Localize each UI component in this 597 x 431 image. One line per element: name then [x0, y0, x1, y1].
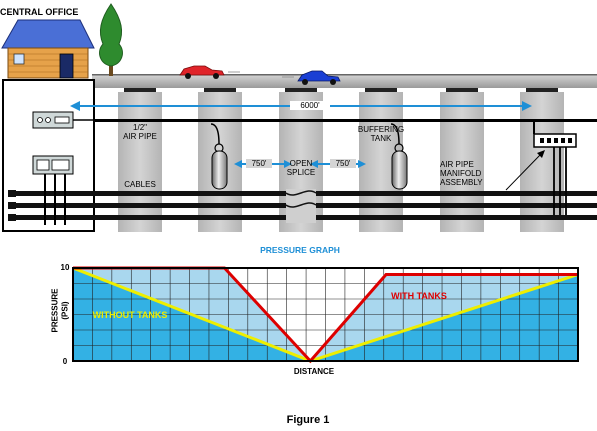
without-tanks-fill: [73, 268, 578, 361]
buffering-tank-left: [210, 123, 228, 190]
manhole-6: [520, 92, 564, 232]
manhole-5: [440, 92, 484, 232]
manifold-label-line-1: AIR PIPE: [440, 160, 474, 169]
manhole-covers: [124, 88, 558, 92]
buffer-tank-label-line-1: BUFFERING: [357, 125, 405, 134]
manhole-1: [118, 92, 162, 232]
office-equipment-top: [32, 111, 74, 129]
graph-frame: [72, 267, 579, 362]
tree: [99, 3, 123, 76]
splice-label: OPEN SPLICE: [282, 159, 320, 177]
manifold-label: AIR PIPE MANIFOLD ASSEMBLY: [440, 160, 490, 187]
without-tanks-label: WITHOUT TANKS: [92, 310, 168, 320]
with-tanks-label: WITH TANKS: [391, 291, 447, 301]
manifold-label-line-3: ASSEMBLY: [440, 178, 483, 187]
office-equipment-bottom: [32, 155, 74, 175]
figure-caption: Figure 1: [286, 414, 330, 426]
red-car: [179, 65, 240, 79]
manifold-label-line-2: MANIFOLD: [440, 169, 482, 178]
distance-label: 6000': [290, 101, 330, 110]
blue-car: [282, 70, 341, 85]
open-splice-gap: [286, 189, 316, 223]
road-edge: [92, 74, 597, 76]
air-pipe-manifold-assembly: [505, 122, 577, 215]
buffer-tank-label-line-2: TANK: [370, 134, 392, 143]
pressure-graph: [72, 266, 579, 364]
ytick-10: 10: [60, 263, 70, 272]
buffer-tank-label: BUFFERING TANK: [357, 125, 405, 143]
splice-wires: [285, 190, 317, 208]
air-pipe-label: 1/2" AIR PIPE: [120, 123, 160, 141]
with-tanks-fill: [73, 268, 578, 361]
air-pipe: [94, 119, 597, 122]
ytick-0: 0: [62, 357, 68, 366]
graph-xlabel: DISTANCE: [293, 367, 335, 376]
splice-label-line-1: OPEN: [289, 159, 313, 168]
graph-ylabel: PRESSURE: [50, 288, 60, 333]
graph-fills: [73, 268, 578, 361]
spacing-left-label: 750': [246, 159, 272, 168]
building-label: CENTRAL OFFICE: [0, 7, 79, 17]
spacing-right-label: 750': [330, 159, 356, 168]
splice-label-line-2: SPLICE: [286, 168, 316, 177]
central-office-building: [1, 19, 95, 79]
graph-ylabel-unit: (PSI): [60, 301, 70, 320]
graph-grid: [73, 268, 578, 361]
air-pipe-label-line-2: AIR PIPE: [123, 132, 157, 141]
cables-label: CABLES: [124, 180, 156, 189]
office-pipe-risers: [44, 174, 66, 225]
buffering-tank-right: [390, 123, 408, 190]
graph-title: PRESSURE GRAPH: [260, 245, 340, 255]
road-surface: [92, 74, 597, 88]
air-pipe-label-line-1: 1/2": [133, 123, 147, 132]
